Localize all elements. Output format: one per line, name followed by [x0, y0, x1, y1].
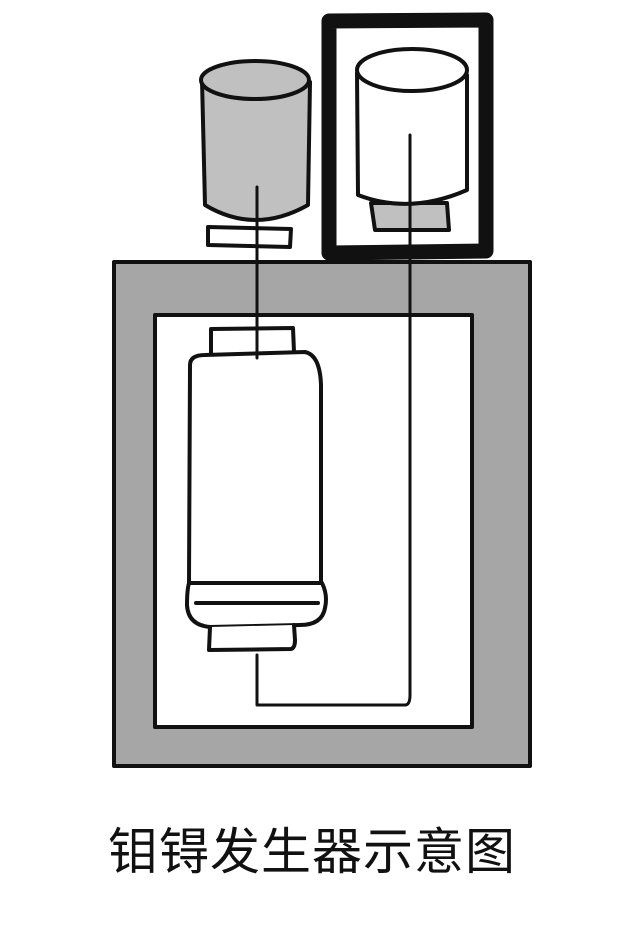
outlet-tube	[255, 133, 412, 707]
lead-shield	[112, 260, 532, 768]
collection-vial-top	[355, 47, 469, 93]
saline-vial-top	[199, 59, 311, 101]
vial-ring	[206, 225, 293, 249]
column-bottom-cap	[207, 623, 297, 652]
column-top-cap	[209, 326, 296, 356]
diagram-caption: 钼锝发生器示意图	[108, 823, 516, 881]
column-body	[187, 350, 323, 585]
